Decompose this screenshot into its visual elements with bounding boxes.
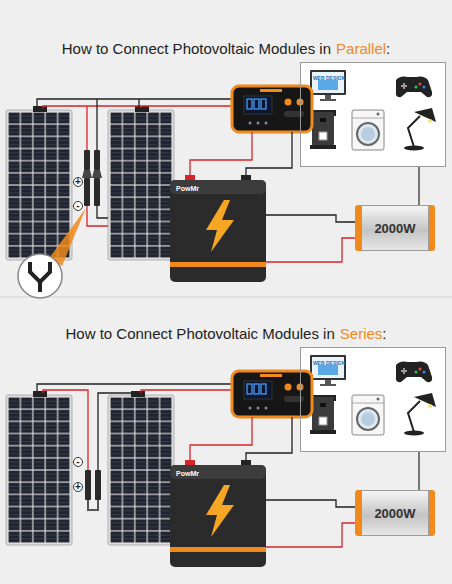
heading-text: : [386, 39, 390, 59]
power-cable [418, 167, 419, 205]
polarity-sign: - [73, 456, 83, 468]
appliance-panel: WEB DESIGN [300, 347, 446, 452]
power-rating: 2000W [374, 506, 415, 521]
polarity-sign: + [73, 176, 83, 188]
screen-text: WEB DESIGN [313, 360, 345, 366]
screen-text: WEB DESIGN [313, 75, 345, 81]
series-section [6, 347, 446, 567]
heading-row: How to Connect Photovoltaic Modules inPa… [0, 38, 452, 60]
heading-text: How to Connect Photovoltaic Modules in [62, 39, 331, 59]
brand-logo: PowMr [176, 470, 199, 478]
polarity-sign: - [73, 200, 83, 212]
section-divider [0, 297, 452, 298]
parallel-section [6, 62, 446, 298]
power-rating: 2000W [374, 221, 415, 236]
brand-logo: PowMr [176, 185, 199, 193]
heading-row: How to Connect Photovoltaic Modules in Se… [0, 323, 452, 345]
polarity-sign: + [73, 481, 83, 493]
heading-text: How to Connect Photovoltaic Modules in [65, 324, 334, 344]
power-cable [418, 452, 419, 490]
appliance-panel: WEB DESIGN [300, 62, 446, 167]
heading-text: Parallel [336, 39, 386, 59]
heading-text: Series [340, 324, 383, 344]
inverter-box: 2000W [355, 205, 435, 251]
heading-text: : [382, 324, 386, 344]
inverter-box: 2000W [355, 490, 435, 536]
